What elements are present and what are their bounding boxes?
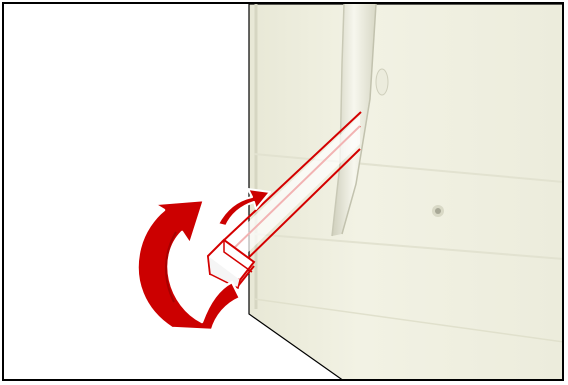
screw-hole-icon <box>432 205 444 217</box>
illustration-frame <box>2 2 564 381</box>
instruction-illustration <box>4 4 564 381</box>
